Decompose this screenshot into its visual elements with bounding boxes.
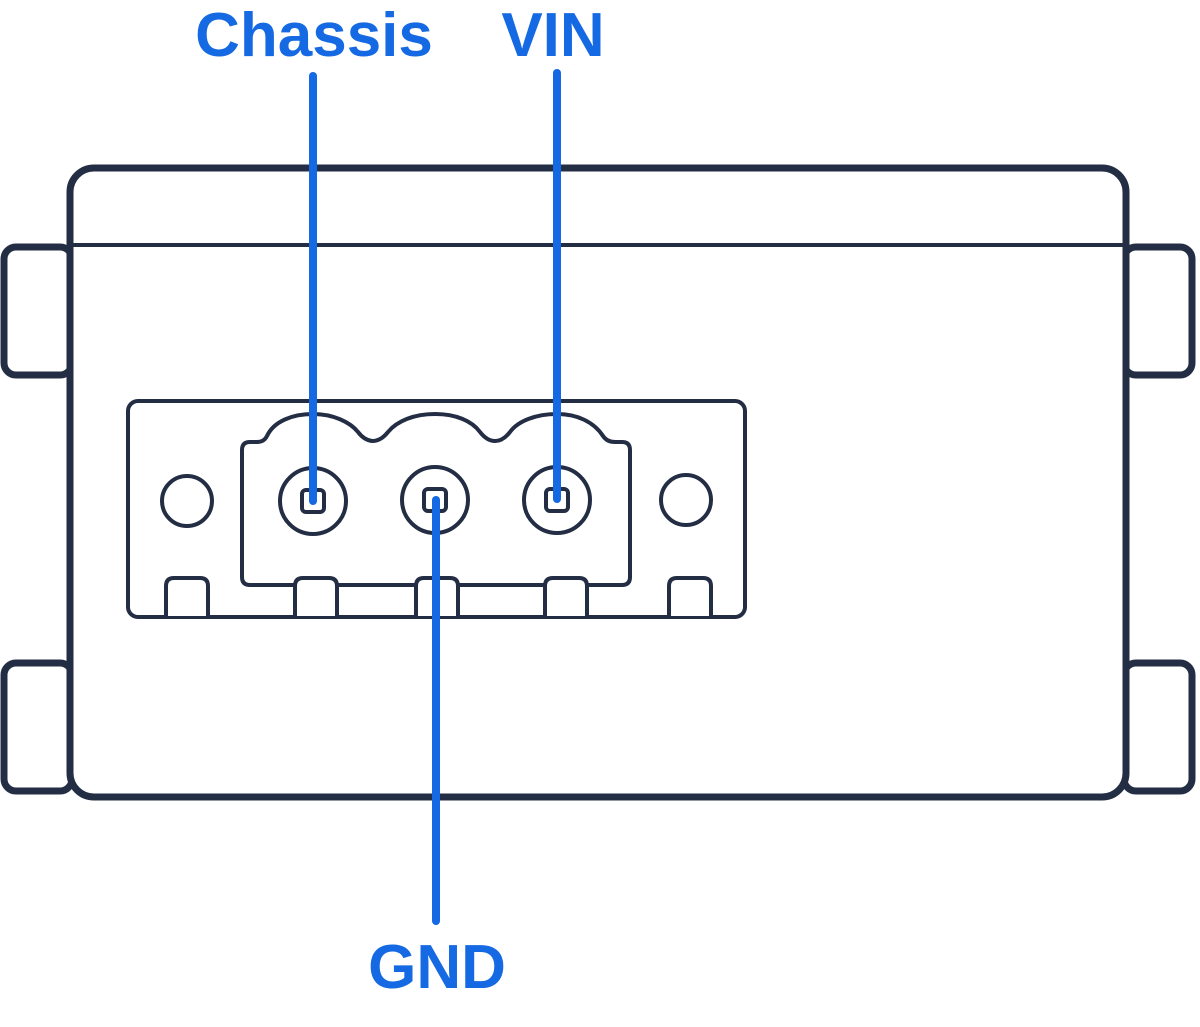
label-vin: VIN <box>501 1 604 70</box>
mounting-tab-top-left <box>0 243 76 379</box>
label-chassis: Chassis <box>195 1 433 70</box>
connector-key-tab <box>667 576 713 616</box>
label-gnd: GND <box>368 933 506 1002</box>
mounting-tab-top-right <box>1120 243 1196 379</box>
screw-hole-left <box>160 474 214 528</box>
screw-hole-right <box>659 473 713 527</box>
mounting-tab-bottom-left <box>0 659 76 795</box>
mounting-tab-bottom-right <box>1120 659 1196 795</box>
connector-key-tab <box>164 576 210 616</box>
connector-key-tab <box>293 576 339 616</box>
connector-key-tab <box>543 576 589 616</box>
